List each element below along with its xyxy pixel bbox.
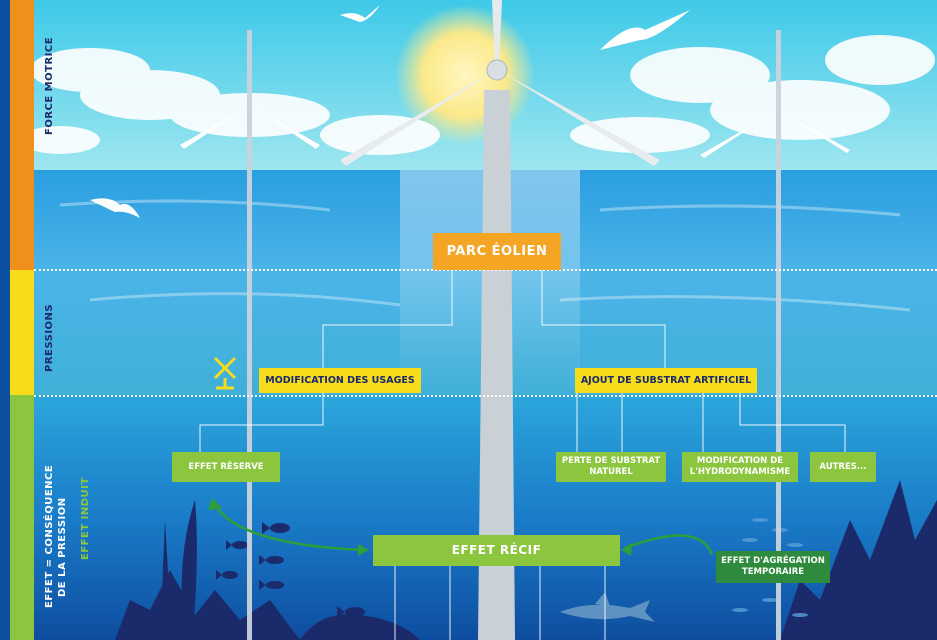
hydrodynamisme-box: MODIFICATION DE L'HYDRODYNAMISME	[682, 452, 798, 482]
perte-substrat-line1: PERTE DE SUBSTRAT	[561, 456, 661, 466]
perte-substrat-box: PERTE DE SUBSTRAT NATUREL	[556, 452, 666, 482]
seaweed-icon	[115, 480, 937, 640]
pressions-label: PRESSIONS	[44, 303, 55, 372]
effet-induit-label: EFFET INDUIT	[80, 477, 91, 560]
effet-label-line1: EFFET = CONSÉQUENCE	[44, 464, 55, 608]
no-fishing-icon	[213, 356, 237, 390]
effet-recif-box: EFFET RÉCIF	[373, 535, 620, 566]
effet-band	[10, 395, 34, 640]
perte-substrat-line2: NATUREL	[589, 467, 633, 477]
effet-agregation-line1: EFFET D'AGRÉGATION	[721, 556, 825, 566]
shark-icon	[560, 592, 655, 622]
force-motrice-label: FORCE MOTRICE	[44, 36, 55, 135]
force-motrice-band	[10, 0, 34, 270]
hydrodynamisme-line2: L'HYDRODYNAMISME	[689, 467, 791, 477]
modification-usages-box: MODIFICATION DES USAGES	[259, 368, 421, 393]
effet-label-line2: DE LA PRESSION	[57, 497, 68, 597]
effet-agregation-box: EFFET D'AGRÉGATION TEMPORAIRE	[716, 551, 830, 583]
separator-force-pressions	[34, 269, 937, 271]
hydrodynamisme-line1: MODIFICATION DE	[696, 456, 784, 466]
wind-turbine-icon	[180, 0, 850, 640]
pressions-band	[10, 270, 34, 395]
parc-eolien-box: PARC ÉOLIEN	[433, 233, 561, 270]
effet-agregation-line2: TEMPORAIRE	[741, 567, 805, 577]
fish-icon	[216, 522, 365, 618]
separator-pressions-effet	[34, 395, 937, 397]
ajout-substrat-box: AJOUT DE SUBSTRAT ARTIFICIEL	[575, 368, 757, 393]
seagull-icon	[90, 5, 690, 218]
autres-box: AUTRES...	[810, 452, 876, 482]
effet-reserve-box: EFFET RÉSERVE	[172, 452, 280, 482]
